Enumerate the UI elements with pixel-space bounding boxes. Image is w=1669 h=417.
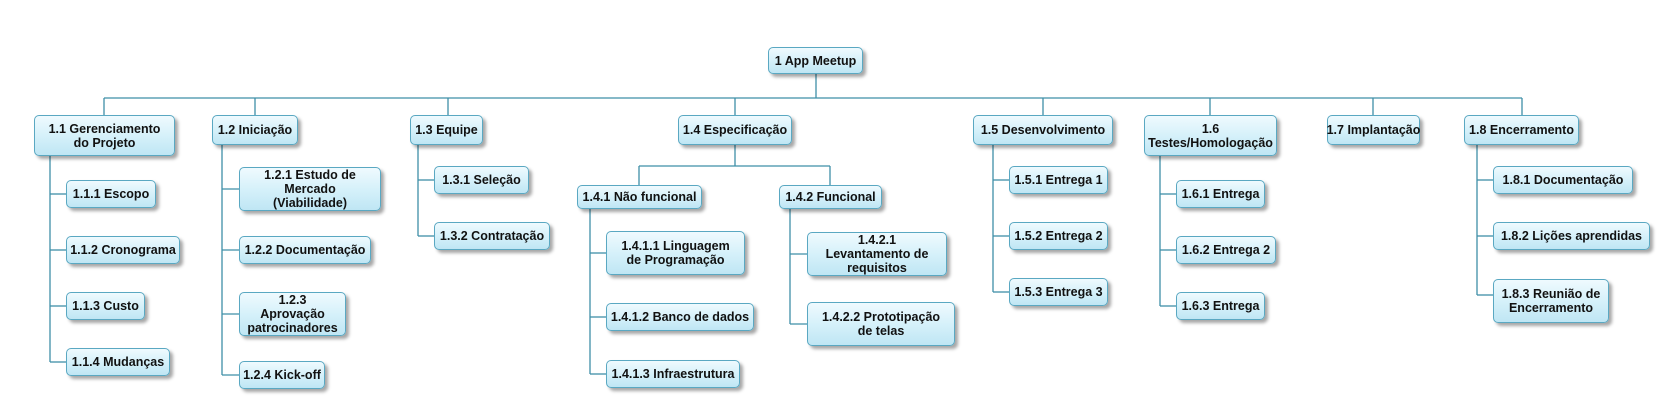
- phase-1-4-node[interactable]: 1.4 Especificação: [678, 115, 792, 145]
- task-1-2-1-node[interactable]: 1.2.1 Estudo de Mercado (Viabilidade): [239, 167, 381, 211]
- task-1-6-2-node[interactable]: 1.6.2 Entrega 2: [1176, 236, 1276, 264]
- phase-1-2-node[interactable]: 1.2 Iniciação: [212, 115, 298, 145]
- phase-1-3-node[interactable]: 1.3 Equipe: [410, 115, 483, 145]
- task-1-8-3-node[interactable]: 1.8.3 Reunião de Encerramento: [1493, 279, 1609, 323]
- phase-1-7-node[interactable]: 1.7 Implantação: [1327, 115, 1420, 145]
- group-1-4-2-node[interactable]: 1.4.2 Funcional: [779, 185, 882, 209]
- task-1-2-4-node[interactable]: 1.2.4 Kick-off: [239, 361, 325, 389]
- task-1-1-1-node[interactable]: 1.1.1 Escopo: [66, 180, 156, 208]
- task-1-8-2-node[interactable]: 1.8.2 Lições aprendidas: [1493, 222, 1650, 250]
- task-1-4-1-3-node[interactable]: 1.4.1.3 Infraestrutura: [606, 360, 740, 388]
- task-1-1-2-node[interactable]: 1.1.2 Cronograma: [66, 236, 180, 264]
- task-1-3-2-node[interactable]: 1.3.2 Contratação: [434, 222, 550, 250]
- phase-1-1-node[interactable]: 1.1 Gerenciamento do Projeto: [34, 115, 175, 156]
- phase-1-5-node[interactable]: 1.5 Desenvolvimento: [973, 115, 1113, 145]
- phase-1-8-node[interactable]: 1.8 Encerramento: [1464, 115, 1579, 145]
- task-1-4-2-1-node[interactable]: 1.4.2.1 Levantamento de requisitos: [807, 232, 947, 276]
- task-1-5-2-node[interactable]: 1.5.2 Entrega 2: [1009, 222, 1108, 250]
- task-1-2-3-node[interactable]: 1.2.3 Aprovação patrocinadores: [239, 292, 346, 336]
- task-1-6-3-node[interactable]: 1.6.3 Entrega: [1176, 292, 1265, 320]
- task-1-3-1-node[interactable]: 1.3.1 Seleção: [434, 166, 529, 194]
- task-1-4-2-2-node[interactable]: 1.4.2.2 Prototipação de telas: [807, 302, 955, 346]
- task-1-8-1-node[interactable]: 1.8.1 Documentação: [1493, 166, 1633, 194]
- task-1-4-1-1-node[interactable]: 1.4.1.1 Linguagem de Programação: [606, 231, 745, 275]
- phase-1-6-node[interactable]: 1.6 Testes/Homologação: [1144, 115, 1277, 156]
- group-1-4-1-node[interactable]: 1.4.1 Não funcional: [577, 185, 702, 209]
- task-1-2-2-node[interactable]: 1.2.2 Documentação: [239, 236, 371, 264]
- task-1-5-3-node[interactable]: 1.5.3 Entrega 3: [1009, 278, 1108, 306]
- task-1-4-1-2-node[interactable]: 1.4.1.2 Banco de dados: [606, 303, 754, 331]
- task-1-6-1-node[interactable]: 1.6.1 Entrega: [1176, 180, 1265, 208]
- task-1-1-3-node[interactable]: 1.1.3 Custo: [66, 292, 145, 320]
- task-1-5-1-node[interactable]: 1.5.1 Entrega 1: [1009, 166, 1108, 194]
- task-1-1-4-node[interactable]: 1.1.4 Mudanças: [66, 348, 170, 376]
- wbs-root-node[interactable]: 1 App Meetup: [768, 47, 863, 74]
